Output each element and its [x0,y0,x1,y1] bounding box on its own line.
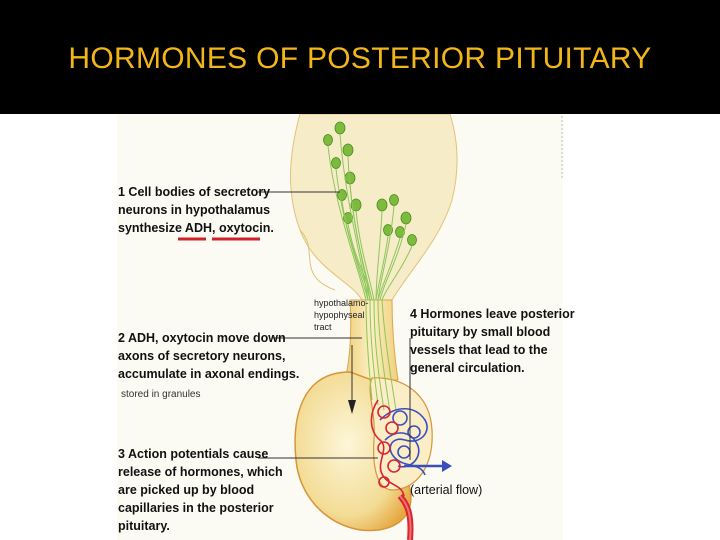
axon-bundle [327,133,413,413]
title-bar [0,0,720,114]
label-1-line-2: neurons in hypothalamus [118,203,270,217]
label-3-line-1: 3 Action potentials cause [118,447,268,461]
label-4-line-3: vessels that lead to the [410,343,548,357]
pituitary-diagram: 1 Cell bodies of secretory neurons in hy… [117,114,575,540]
label-4-line-2: pituitary by small blood [410,325,550,339]
label-2-line-3: accumulate in axonal endings. [118,367,299,381]
granules-note: stored in granules [121,389,201,400]
tract-line-2: hypophyseal [314,310,365,320]
label-tract: hypothalamo- hypophyseal tract [314,298,369,332]
tract-line-1: hypothalamo- [314,298,369,308]
label-3-line-5: pituitary. [118,519,170,533]
label-4-line-1: 4 Hormones leave posterior [410,307,575,321]
label-2-line-2: axons of secretory neurons, [118,349,285,363]
label-4-line-4: general circulation. [410,361,525,375]
label-release: 3 Action potentials cause release of hor… [118,447,283,533]
label-2-line-1: 2 ADH, oxytocin move down [118,331,286,345]
label-3-line-3: are picked up by blood [118,483,254,497]
label-3-line-4: capillaries in the posterior [118,501,274,515]
label-3-line-2: release of hormones, which [118,465,283,479]
label-cell-bodies: 1 Cell bodies of secretory neurons in hy… [118,185,274,241]
arterial-flow-label: (arterial flow) [410,483,482,497]
label-1-line-1: 1 Cell bodies of secretory [118,185,270,199]
slide-title: HORMONES OF POSTERIOR PITUITARY [68,42,652,75]
label-1-line-3: synthesize ADH, oxytocin. [118,221,274,235]
label-axon-transport: 2 ADH, oxytocin move down axons of secre… [118,331,299,400]
label-circulation: 4 Hormones leave posterior pituitary by … [410,307,575,375]
tract-line-3: tract [314,322,332,332]
leader-lines [258,191,411,460]
secretory-neurons [323,121,417,246]
